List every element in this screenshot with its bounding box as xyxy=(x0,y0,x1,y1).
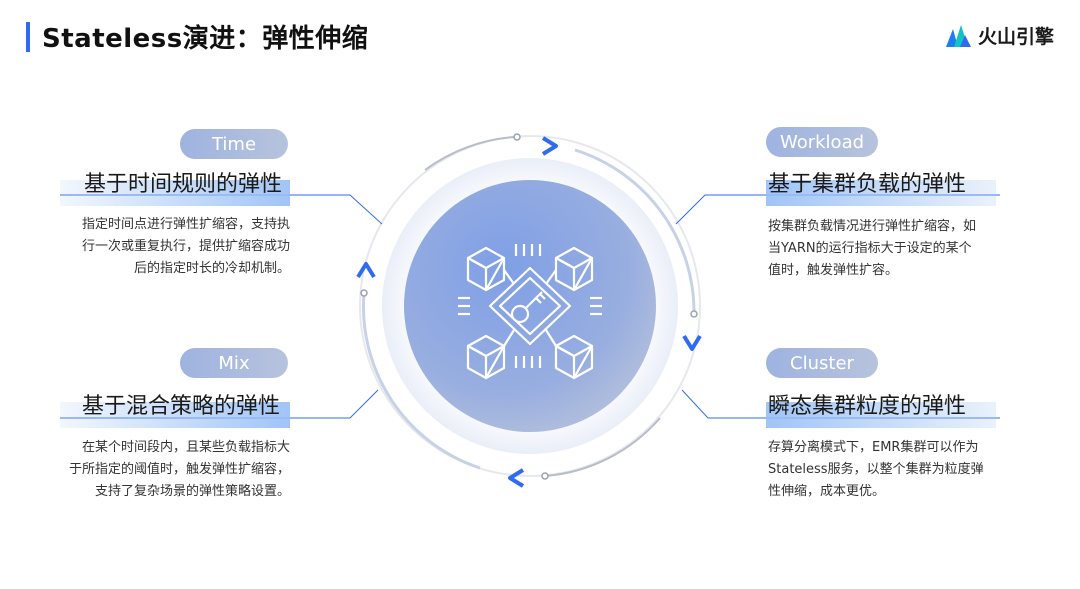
desc-time: 指定时间点进行弹性扩缩容，支持执 行一次或重复执行，提供扩缩容成功 后的指定时长… xyxy=(40,214,290,280)
desc-cluster: 存算分离模式下，EMR集群可以作为 Stateless服务，以整个集群为粒度弹 … xyxy=(768,437,1018,503)
center-core xyxy=(404,180,656,432)
desc-cluster-line: 存算分离模式下，EMR集群可以作为 xyxy=(768,440,979,455)
heading-band-workload xyxy=(766,180,996,206)
tag-mix-label: Mix xyxy=(218,352,250,374)
tag-time: Time xyxy=(180,129,288,159)
tag-cluster: Cluster xyxy=(766,348,878,378)
desc-mix-line: 在某个时间段内，且某些负载指标大 xyxy=(81,440,290,455)
desc-time-line: 行一次或重复执行，提供扩缩容成功 xyxy=(81,239,290,254)
outer-ring xyxy=(359,135,701,477)
chevron-up-icon xyxy=(356,262,376,279)
page-title: Stateless演进：弹性伸缩 xyxy=(42,24,369,54)
desc-mix: 在某个时间段内，且某些负载指标大 于所指定的阈值时，触发弹性扩缩容， 支持了复杂… xyxy=(40,437,290,503)
ring-dot xyxy=(360,289,368,297)
heading-band-mix xyxy=(60,402,290,428)
chevron-left-icon xyxy=(508,468,525,488)
heading-band-cluster xyxy=(766,402,996,428)
brand-name: 火山引擎 xyxy=(977,26,1054,48)
chevron-right-icon xyxy=(541,136,558,156)
desc-mix-line: 于所指定的阈值时，触发弹性扩缩容， xyxy=(68,462,290,477)
desc-time-line: 后的指定时长的冷却机制。 xyxy=(133,261,290,276)
desc-workload-line: 按集群负载情况进行弹性扩缩容，如 xyxy=(768,219,977,234)
volcano-logo-icon xyxy=(945,24,971,47)
ring-arc-top xyxy=(424,136,516,171)
ring-dot xyxy=(690,310,698,318)
tag-workload-label: Workload xyxy=(779,131,865,153)
ring-dot xyxy=(541,472,549,480)
ring-arc-bottom xyxy=(544,417,661,477)
desc-cluster-line: Stateless服务，以整个集群为粒度弹 xyxy=(768,462,984,477)
heading-workload: 基于集群负载的弹性 xyxy=(768,172,967,197)
ring-arc-right xyxy=(574,148,696,315)
desc-cluster-line: 性伸缩，成本更优。 xyxy=(768,484,886,499)
desc-workload-line: 值时，触发弹性扩容。 xyxy=(768,263,899,278)
network-key-icon xyxy=(458,244,602,380)
tag-mix: Mix xyxy=(180,348,288,378)
tag-workload: Workload xyxy=(766,127,878,157)
desc-workload-line: 当YARN的运行指标大于设定的某个 xyxy=(768,241,972,256)
heading-mix: 基于混合策略的弹性 xyxy=(82,394,281,419)
tag-cluster-label: Cluster xyxy=(790,352,854,374)
tag-time-label: Time xyxy=(211,133,257,155)
heading-cluster: 瞬态集群粒度的弹性 xyxy=(768,394,967,419)
desc-time-line: 指定时间点进行弹性扩缩容，支持执 xyxy=(81,217,290,232)
heading-band-time xyxy=(60,180,290,206)
heading-time: 基于时间规则的弹性 xyxy=(84,172,283,197)
desc-mix-line: 支持了复杂场景的弹性策略设置。 xyxy=(94,484,290,499)
ring-dot xyxy=(513,133,521,141)
chevron-down-icon xyxy=(682,334,702,351)
title-accent-bar xyxy=(26,22,30,52)
brand: 火山引擎 xyxy=(944,22,1054,49)
ring-arc-left xyxy=(361,292,481,470)
desc-workload: 按集群负载情况进行弹性扩缩容，如 当YARN的运行指标大于设定的某个 值时，触发… xyxy=(768,216,1018,282)
